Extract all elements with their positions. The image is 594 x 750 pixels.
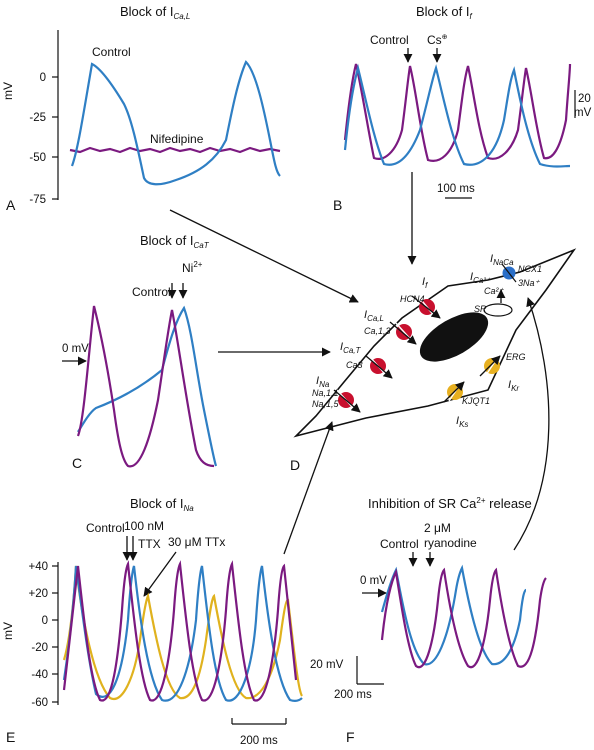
- panel-e-control-trace: [62, 560, 298, 702]
- panel-d-letter: D: [290, 457, 300, 473]
- channel-ikr: ERG IKr: [479, 352, 526, 393]
- gene-ca3: Ca3: [346, 360, 363, 370]
- panel-e-control-label: Control: [86, 521, 125, 535]
- panel-e: Block of INa Control 100 nM TTX 30 μM TT…: [1, 496, 303, 747]
- panel-e-letter: E: [6, 729, 15, 745]
- panel-a-title: Block of ICa,L: [120, 4, 190, 21]
- panel-e-tick: 0: [42, 615, 48, 627]
- panel-f-title: Inhibition of SR Ca2+ release: [368, 496, 532, 511]
- panel-f-zero-label: 0 mV: [360, 575, 387, 587]
- sr-label: SR: [474, 304, 487, 314]
- panel-b-cs-trace: [343, 63, 572, 162]
- channel-ina: INa Na,1,1 Na,1,5: [312, 375, 361, 413]
- panel-e-tick: +20: [28, 588, 48, 600]
- panel-e-ttx2-label: 30 μM TTx: [168, 535, 225, 549]
- panel-f: Inhibition of SR Ca2+ release Control 2 …: [310, 496, 547, 745]
- gene-ca13: Ca,1,3: [364, 326, 391, 336]
- cell-membrane: [293, 248, 577, 438]
- label-ikr: IKr: [508, 379, 519, 393]
- panel-a-drug-label: Nifedipine: [150, 132, 204, 146]
- panel-a-tick: -75: [29, 194, 46, 206]
- panel-a-tick: -50: [29, 152, 46, 164]
- panel-e-tick: -20: [31, 642, 48, 654]
- panel-a-letter: A: [6, 197, 16, 213]
- label-ina: INa: [316, 375, 330, 389]
- exchanger-ncx: INaCa ICa²⁺ NCX1 3Na⁺ Ca²⁺: [470, 253, 542, 296]
- panel-f-scale-t-value: 200 ms: [334, 689, 372, 701]
- channel-if: If HCN4: [400, 276, 441, 319]
- panel-b-control-trace: [343, 63, 571, 168]
- panel-f-drug2-label: ryanodine: [424, 536, 477, 550]
- panel-e-tick: +40: [28, 561, 48, 573]
- panel-b-scale-v-value: 20: [578, 93, 591, 105]
- arrow-f-to-d: [513, 297, 550, 551]
- panel-f-drug-label: 2 μM: [424, 521, 451, 535]
- panel-e-title: Block of INa: [130, 496, 194, 513]
- panel-e-ttx30-trace: [62, 565, 303, 700]
- gene-erg: ERG: [506, 352, 526, 362]
- panel-e-y-unit: mV: [1, 622, 15, 640]
- panel-b-scale-t-value: 100 ms: [437, 183, 475, 195]
- gene-hcn4: HCN4: [400, 294, 425, 304]
- channel-ical: ICa,L Ca,1,3: [364, 309, 417, 345]
- panel-c: Block of ICaT Control Ni2+ 0 mV C: [62, 233, 218, 471]
- label-3na: 3Na⁺: [518, 278, 541, 288]
- arrow-a-to-d: [169, 209, 359, 303]
- panel-e-ttx1b-label: TTX: [138, 537, 161, 551]
- panel-e-ticks: [52, 565, 58, 703]
- nucleus: [419, 312, 489, 362]
- panel-c-title: Block of ICaT: [140, 233, 210, 250]
- panel-b-scale-v-unit: mV: [574, 107, 592, 119]
- panel-b-title: Block of If: [416, 4, 472, 21]
- panel-a-control-label: Control: [92, 45, 131, 59]
- panel-a-nifedipine-trace: [69, 146, 281, 154]
- label-iks: IKs: [456, 415, 468, 429]
- panel-c-ni-trace: [76, 305, 215, 468]
- connector-arrows: [169, 172, 550, 555]
- panel-c-letter: C: [72, 455, 82, 471]
- panel-f-ryanodine-trace: [380, 567, 547, 669]
- gene-ncx1: NCX1: [518, 264, 542, 274]
- panel-c-control-label: Control: [132, 285, 171, 299]
- panel-b-control-label: Control: [370, 33, 409, 47]
- panel-a-control-trace: [70, 60, 281, 186]
- panel-e-tick: -40: [31, 669, 48, 681]
- panel-c-zero-label: 0 mV: [62, 343, 89, 355]
- panel-a: Block of ICa,L mV 0 -25 -50 -75 Control …: [1, 4, 281, 213]
- gene-kjqt1: KJQT1: [462, 396, 490, 406]
- panel-e-tick: -60: [31, 697, 48, 709]
- channel-iks: KJQT1 IKs: [443, 381, 490, 429]
- gene-na15: Na,1,5: [312, 399, 340, 409]
- sr-organelle: [483, 303, 513, 317]
- panel-b: Block of If Control Cs⊕ 20 mV 100 ms B: [333, 4, 592, 213]
- panel-a-tick: -25: [29, 112, 46, 124]
- panel-f-letter: F: [346, 729, 355, 745]
- panel-f-scale-v-value: 20 mV: [310, 659, 344, 671]
- panel-f-control-label: Control: [380, 537, 419, 551]
- label-icat: ICa,T: [340, 341, 362, 355]
- label-inaca: INaCa: [490, 253, 514, 267]
- gene-na11: Na,1,1: [312, 388, 339, 398]
- label-ica2: ICa²⁺: [470, 271, 491, 285]
- panel-b-letter: B: [333, 197, 342, 213]
- panel-a-y-unit: mV: [1, 82, 15, 100]
- panel-b-drug-label: Cs⊕: [427, 33, 448, 47]
- arrow-e-to-d: [283, 421, 334, 555]
- label-ca-in: Ca²⁺: [484, 286, 505, 296]
- label-ical: ICa,L: [364, 309, 384, 323]
- panel-e-ttx1-label: 100 nM: [124, 519, 164, 533]
- panel-e-scale-t-value: 200 ms: [240, 735, 278, 747]
- panel-d: SR If HCN4 ICa,L Ca,1,3 ICa,T Ca3: [290, 248, 577, 473]
- label-if: If: [422, 276, 428, 290]
- channel-icat: ICa,T Ca3: [340, 341, 393, 379]
- panel-a-tick: 0: [40, 72, 46, 84]
- panel-c-drug-label: Ni2+: [182, 260, 203, 275]
